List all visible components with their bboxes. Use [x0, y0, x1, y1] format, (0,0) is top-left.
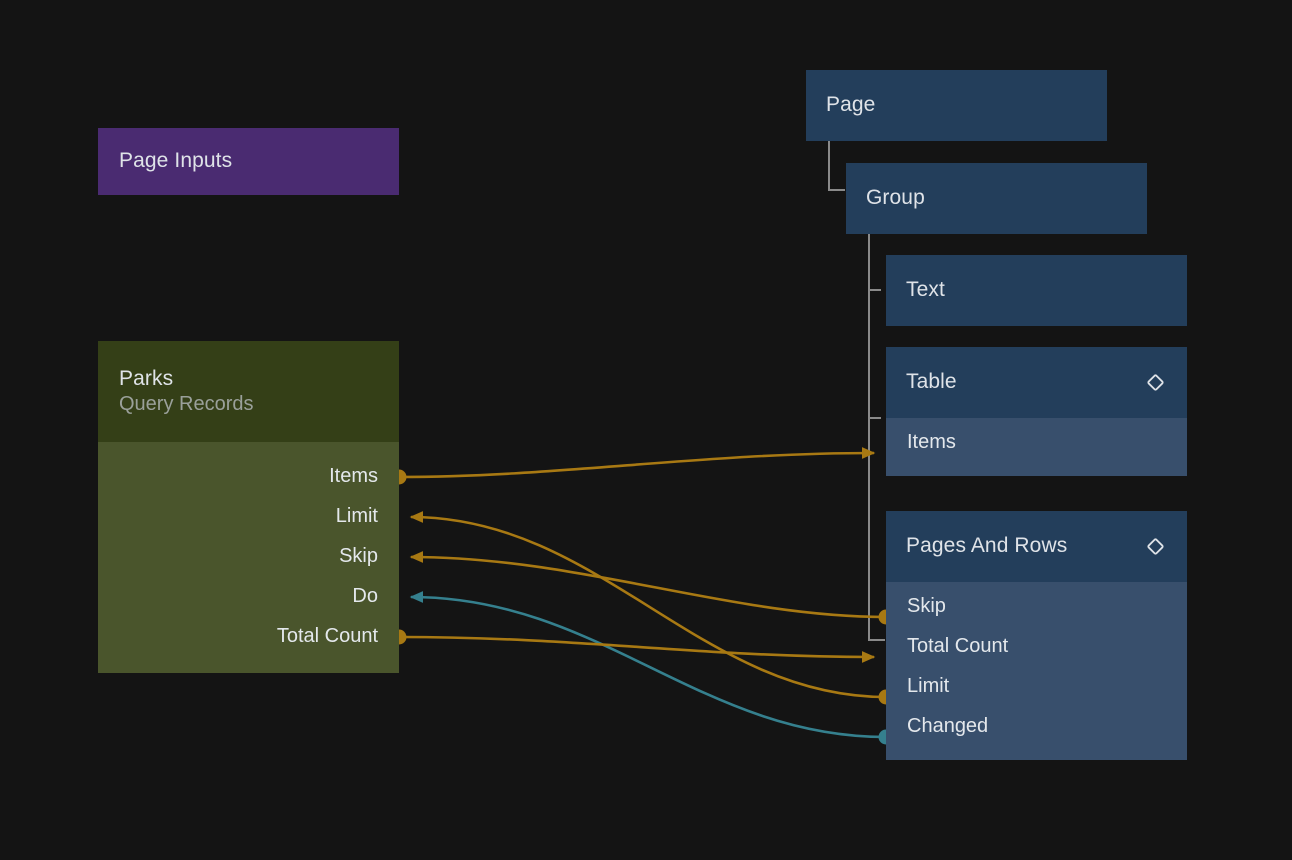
node-table-title: Table: [906, 370, 957, 394]
node-pages-and-rows-title: Pages And Rows: [906, 534, 1068, 558]
node-group[interactable]: Group: [846, 163, 1147, 234]
wire-limit-to-parks-limit: [409, 511, 887, 699]
node-parks-ports: Items Limit Skip Do Total Count: [98, 442, 399, 656]
diamond-icon[interactable]: [1144, 535, 1167, 558]
port-parks-do[interactable]: Do: [98, 576, 399, 616]
port-label: Do: [352, 585, 378, 607]
wire-changed-to-parks-do: [409, 591, 887, 739]
port-pages-total-count[interactable]: Total Count: [886, 626, 1187, 666]
node-page[interactable]: Page: [806, 70, 1107, 141]
port-parks-limit[interactable]: Limit: [98, 496, 399, 536]
port-label: Total Count: [276, 625, 378, 647]
node-page-inputs[interactable]: Page Inputs: [98, 128, 399, 195]
node-text[interactable]: Text: [886, 255, 1187, 326]
port-label: Total Count: [907, 635, 1009, 657]
port-parks-items[interactable]: Items: [98, 456, 399, 496]
port-label: Changed: [907, 715, 989, 737]
node-text-title: Text: [906, 278, 945, 302]
node-parks[interactable]: Parks Query Records Items Limit Skip Do …: [98, 341, 399, 673]
port-label: Skip: [339, 545, 378, 567]
node-parks-header[interactable]: Parks Query Records: [98, 341, 399, 442]
wire-skip-to-parks-skip: [409, 551, 887, 619]
node-parks-title: Parks: [119, 367, 174, 391]
node-page-inputs-header[interactable]: Page Inputs: [98, 128, 399, 195]
node-group-header[interactable]: Group: [846, 163, 1147, 234]
port-table-items[interactable]: Items: [886, 422, 1187, 462]
port-pages-limit[interactable]: Limit: [886, 666, 1187, 706]
node-pages-and-rows-ports: Skip Total Count Limit Changed: [886, 582, 1187, 760]
port-pages-changed[interactable]: Changed: [886, 706, 1187, 746]
port-label: Items: [907, 431, 956, 453]
node-pages-and-rows-header[interactable]: Pages And Rows: [886, 511, 1187, 582]
wire-items-to-table-items: [398, 447, 876, 479]
port-pages-skip[interactable]: Skip: [886, 586, 1187, 626]
node-table-ports: Items: [886, 418, 1187, 476]
port-label: Skip: [907, 595, 946, 617]
port-label: Limit: [907, 675, 950, 697]
node-page-inputs-title: Page Inputs: [119, 149, 233, 173]
diamond-icon[interactable]: [1144, 371, 1167, 394]
node-page-header[interactable]: Page: [806, 70, 1107, 141]
node-group-title: Group: [866, 186, 925, 210]
node-pages-and-rows[interactable]: Pages And Rows Skip Total Count Limit Ch…: [886, 511, 1187, 760]
port-label: Limit: [335, 505, 378, 527]
port-parks-total-count[interactable]: Total Count: [98, 616, 399, 656]
node-page-title: Page: [826, 93, 876, 117]
port-parks-skip[interactable]: Skip: [98, 536, 399, 576]
node-parks-subtitle: Query Records: [119, 392, 254, 415]
node-table-header[interactable]: Table: [886, 347, 1187, 418]
node-table[interactable]: Table Items: [886, 347, 1187, 476]
wire-totalcount-to-pages-totalcount: [398, 635, 876, 663]
node-text-header[interactable]: Text: [886, 255, 1187, 326]
port-label: Items: [329, 465, 378, 487]
